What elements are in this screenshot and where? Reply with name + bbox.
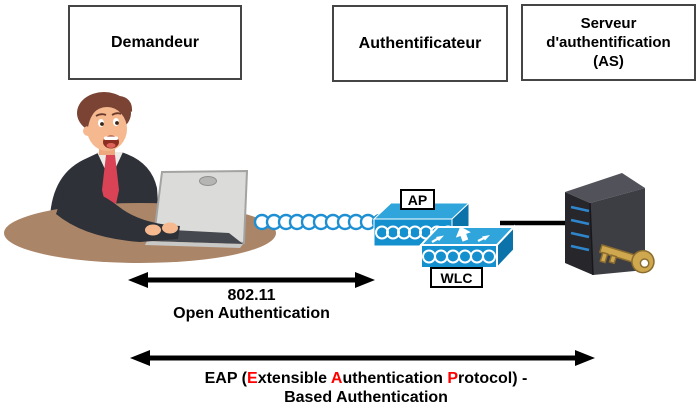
open-auth-protocol: 802.11: [227, 287, 276, 304]
open-auth-span-arrow: [128, 272, 375, 288]
role-box-auth-server: Serveur d'authentification (AS): [521, 4, 696, 81]
role-label-supplicant: Demandeur: [110, 33, 200, 51]
wlc-icon: [418, 224, 517, 271]
key-icon: [598, 244, 655, 274]
eap-seg: EAP (: [204, 370, 248, 387]
eap-seg-red: A: [330, 370, 343, 387]
eap-seg: rotocol) -: [458, 370, 528, 387]
server-led-lights: [570, 205, 590, 252]
eap-caption: EAP (Extensible Authentication Protocol)…: [116, 369, 616, 407]
eap-seg: uthentication: [342, 370, 448, 387]
role-box-authenticator: Authentificateur: [332, 5, 508, 82]
role-label-authenticator: Authentificateur: [358, 34, 482, 52]
eap-span-arrow: [130, 350, 595, 366]
eap-seg-red: P: [447, 370, 459, 387]
ap-label-text: AP: [407, 191, 428, 208]
role-label-auth-server-line1: Serveur: [580, 15, 637, 32]
eap-seg: xtensible: [257, 370, 331, 387]
wlc-label-text: WLC: [440, 269, 473, 286]
user-arm-illustration: [56, 188, 180, 242]
role-label-auth-server-line3: (AS): [593, 53, 624, 70]
open-auth-label: Open Authentication: [173, 305, 330, 322]
wlc-device-label: WLC: [430, 267, 483, 288]
eap-caption-line1: EAP (Extensible Authentication Protocol)…: [116, 369, 616, 388]
wlc-coil-glyphs: [422, 249, 496, 264]
ap-device-label: AP: [400, 189, 435, 210]
eap-seg-red: E: [247, 370, 258, 387]
eap-caption-line2: Based Authentication: [284, 389, 448, 406]
role-box-supplicant: Demandeur: [68, 5, 242, 80]
open-auth-caption: 802.11 Open Authentication: [128, 287, 375, 323]
role-label-auth-server-line2: d'authentification: [546, 34, 671, 51]
wlc-arrow-glyphs: [431, 226, 490, 243]
laptop-illustration: [134, 169, 249, 248]
laptop-logo: [199, 176, 217, 186]
